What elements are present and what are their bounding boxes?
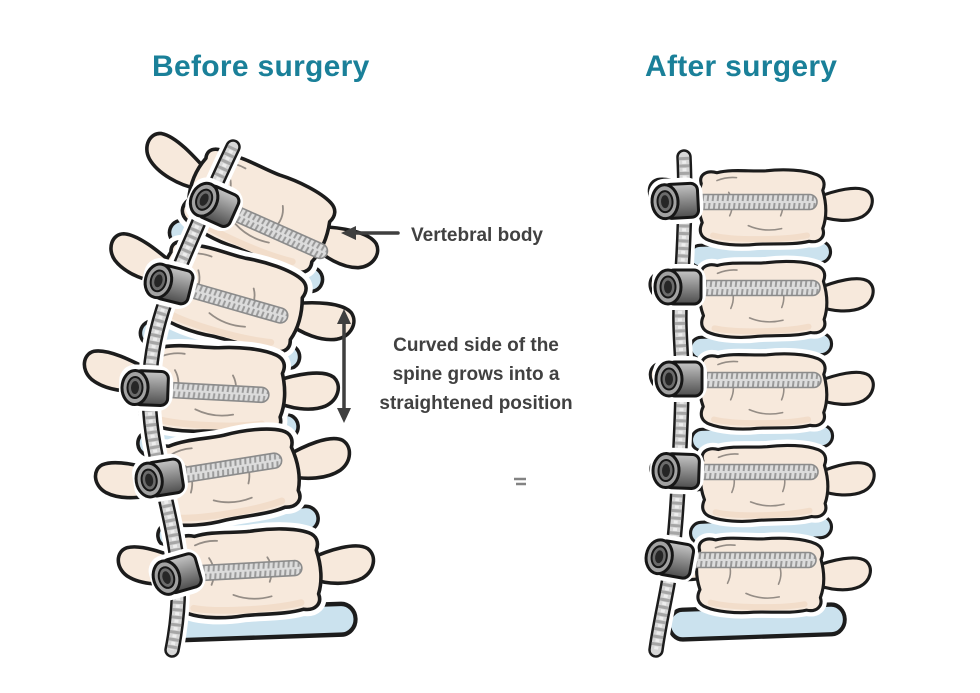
curved-side-note: Curved side of the spine grows into a st… bbox=[361, 331, 591, 418]
before-spine bbox=[81, 120, 391, 650]
tether-anchor bbox=[647, 445, 707, 497]
curved-side-note-line: Curved side of the bbox=[393, 335, 559, 356]
tether-anchor bbox=[651, 354, 709, 404]
vertebral-body-label: Vertebral body bbox=[411, 225, 543, 246]
after-screws bbox=[677, 193, 822, 569]
vertebral-body-arrow bbox=[341, 226, 400, 240]
screw bbox=[677, 551, 817, 569]
tether-anchor bbox=[650, 262, 708, 312]
growth-direction-arrow bbox=[337, 309, 351, 423]
before-screws bbox=[150, 200, 329, 582]
tether-anchor bbox=[116, 362, 176, 414]
before-surgery-title: Before surgery bbox=[152, 50, 370, 83]
stray-mark bbox=[514, 477, 526, 486]
tether-anchor bbox=[646, 175, 706, 227]
curved-side-note-line: straightened position bbox=[379, 393, 573, 414]
after-surgery-title: After surgery bbox=[645, 50, 838, 83]
after-spine bbox=[637, 157, 874, 650]
curved-side-note-line: spine grows into a bbox=[392, 364, 560, 385]
